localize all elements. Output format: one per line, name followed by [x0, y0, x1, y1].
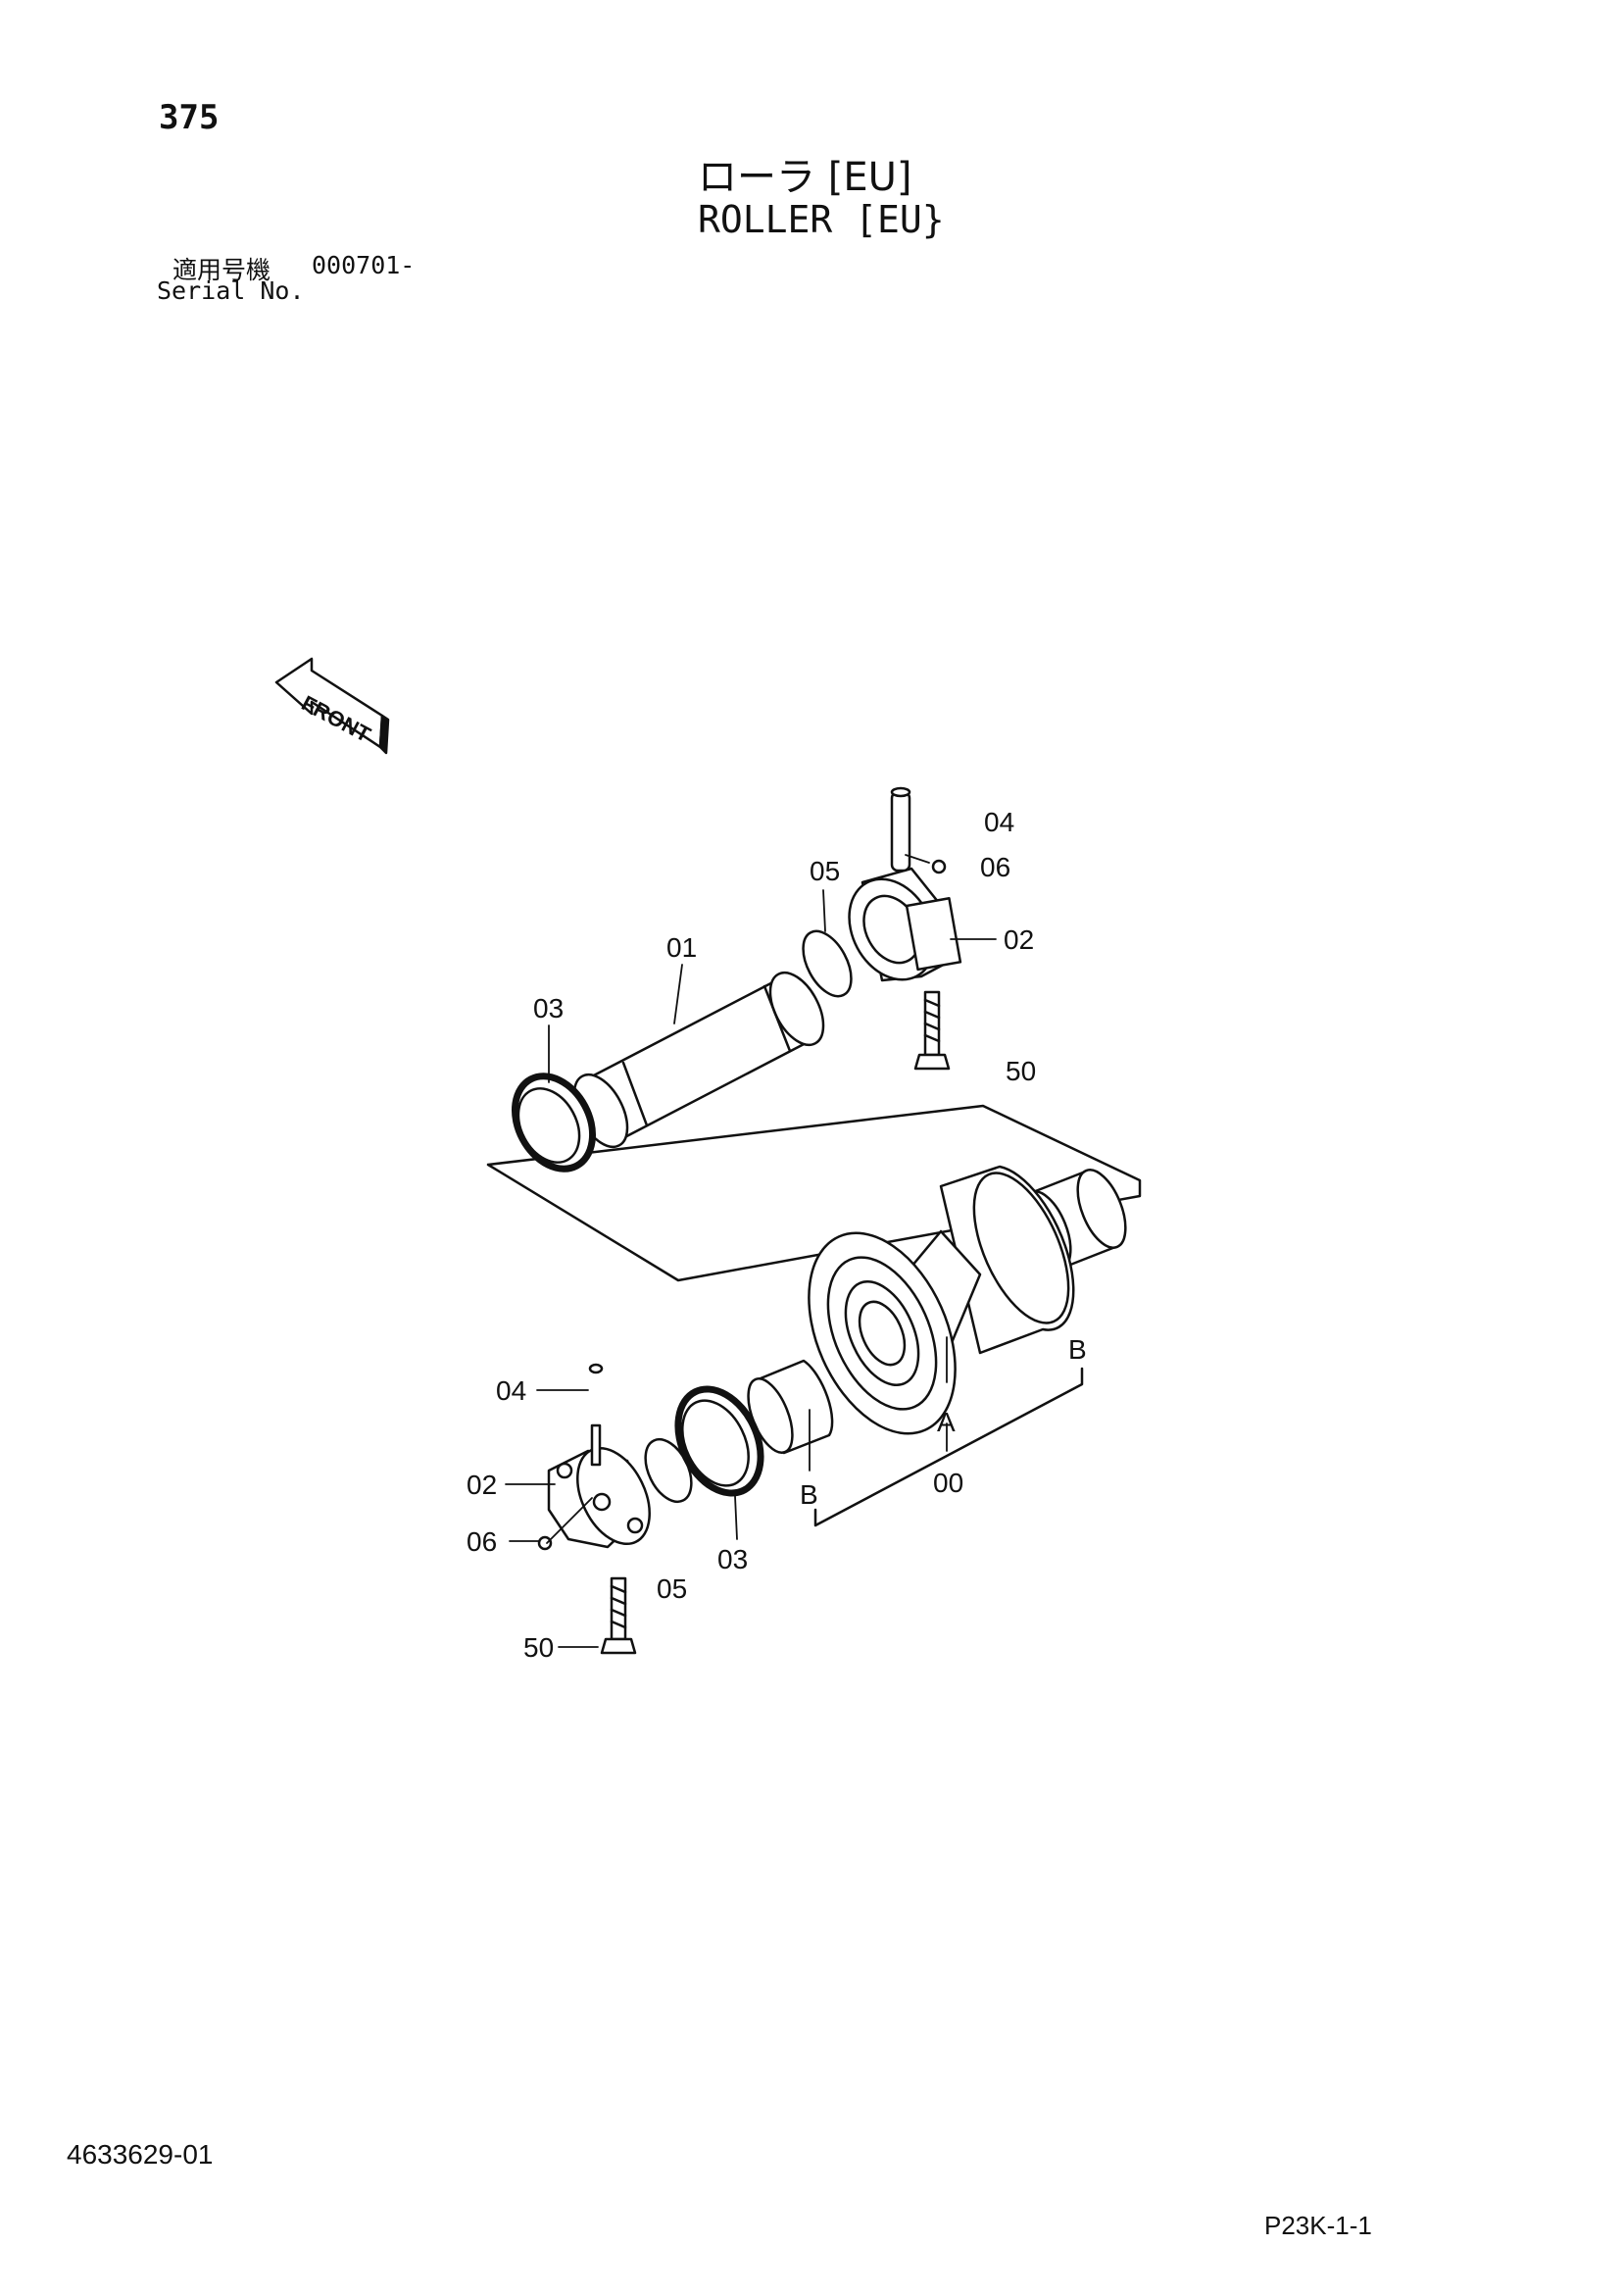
collar-top-part-02 — [848, 867, 962, 982]
plug-top-part-06 — [931, 859, 947, 874]
bushing-left — [747, 1359, 834, 1455]
document-number: 4633629-01 — [67, 2139, 214, 2170]
callout-03-top: 03 — [533, 993, 564, 1023]
front-arrow-icon: FRONT — [274, 657, 390, 755]
page-number: 375 — [159, 98, 220, 137]
callout-05-top: 05 — [810, 856, 840, 886]
callout-01: 01 — [666, 932, 697, 963]
callout-a: A — [937, 1407, 956, 1437]
roller-body-part-00 — [808, 1165, 1075, 1435]
callout-05-bottom: 05 — [657, 1573, 687, 1604]
bolt-bottom-part-50 — [600, 1576, 637, 1655]
leader-lines — [505, 854, 997, 1648]
callout-04-bottom: 04 — [496, 1375, 526, 1406]
callout-03-bottom: 03 — [717, 1544, 748, 1574]
callout-b-right: B — [1068, 1334, 1087, 1365]
callout-04-top: 04 — [984, 807, 1014, 837]
callout-50-top: 50 — [1006, 1056, 1036, 1086]
o-ring-top-part-05 — [802, 929, 853, 998]
collar-bottom-part-02 — [547, 1446, 651, 1549]
o-ring-bottom-part-05 — [644, 1437, 693, 1504]
assembly-alignment-line — [813, 1367, 1084, 1527]
plug-bottom-part-06 — [537, 1535, 553, 1551]
callout-labels: 01 03 05 04 06 02 50 B A 00 B 04 02 06 0… — [467, 807, 1087, 1663]
callout-02-bottom: 02 — [467, 1470, 497, 1500]
shaft-part-01 — [572, 971, 825, 1149]
group-boundary-line — [486, 1104, 1142, 1282]
serial-label-english: Serial No. — [157, 276, 305, 305]
serial-number: 000701- — [312, 251, 416, 279]
pin-bottom-part-04 — [588, 1363, 604, 1467]
callout-06-bottom: 06 — [467, 1526, 497, 1557]
callout-02-top: 02 — [1004, 924, 1034, 955]
page-code: P23K-1-1 — [1264, 2211, 1372, 2240]
page-title-english: ROLLER [EU} — [698, 198, 945, 241]
page-title-japanese: ローラ [EU] — [698, 155, 912, 200]
floating-seal-bottom-part-03 — [674, 1385, 764, 1497]
callout-b-left: B — [800, 1479, 818, 1510]
pin-top-part-04 — [890, 786, 911, 873]
callout-06-top: 06 — [980, 852, 1010, 882]
callout-00: 00 — [933, 1468, 963, 1498]
callout-50-bottom: 50 — [523, 1632, 554, 1663]
serial-label-japanese: 適用号機 — [172, 256, 271, 284]
floating-seal-top-part-03 — [511, 1073, 597, 1173]
bolt-top-part-50 — [913, 990, 951, 1071]
